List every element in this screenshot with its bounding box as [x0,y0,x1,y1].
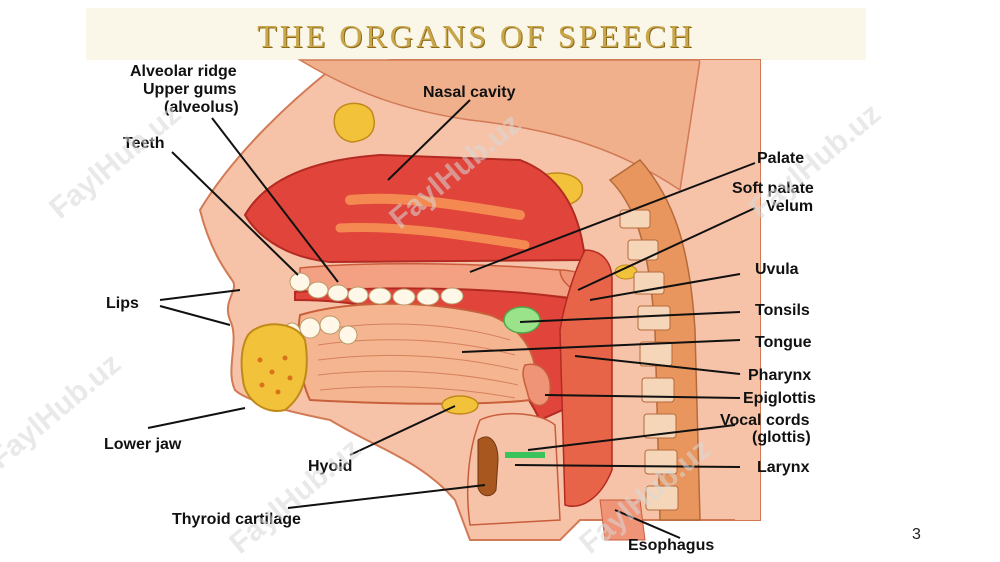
nasal-concha-1 [345,193,525,220]
label-hyoid: Hyoid [308,458,352,475]
lower-jaw-bone [240,323,308,412]
leader-lines [147,99,756,539]
nasal-concha-2 [335,222,530,250]
back-skin [700,60,760,520]
vocal-cords-shape [505,452,545,458]
label-teeth: Teeth [123,135,164,152]
label-palate: Palate [757,150,804,167]
label-upper-gums: Upper gums [143,81,236,98]
title-bar: THE ORGANS OF SPEECH [86,8,866,60]
epiglottis-shape [522,363,551,407]
label-glottis: (glottis) [752,429,811,446]
page-number: 3 [912,526,921,543]
label-epiglottis: Epiglottis [743,390,816,407]
tonsil-shape [503,306,541,334]
label-pharynx: Pharynx [748,367,811,384]
tongue-muscle-lines [317,323,519,399]
label-lips: Lips [106,295,139,312]
watermark-4: FaylHub.uz [0,347,127,475]
label-tongue: Tongue [755,334,812,351]
label-lower-jaw: Lower jaw [104,436,182,453]
label-velum: Velum [766,198,813,215]
label-alveolar-ridge: Alveolar ridge [130,63,237,80]
label-vocal-cords: Vocal cords [720,412,810,429]
label-uvula: Uvula [755,261,799,278]
label-soft-palate: Soft palate [732,180,814,197]
nasal-cavity-shape [243,153,587,264]
page-title: THE ORGANS OF SPEECH [257,18,695,54]
hyoid-bone [441,395,479,415]
label-nasal-cavity: Nasal cavity [423,84,516,101]
esophagus-shape [599,499,646,541]
frontal-sinus [333,102,375,143]
label-tonsils: Tonsils [755,302,810,319]
vertebrae [619,209,679,511]
watermark-5: FaylHub.uz [223,432,367,560]
label-larynx: Larynx [757,459,810,476]
label-thyroid-cartilage: Thyroid cartilage [172,511,301,528]
label-esophagus: Esophagus [628,537,714,554]
watermark-1: FaylHub.uz [43,97,187,225]
thyroid-cartilage-shape [477,436,499,497]
label-alveolus: (alveolus) [164,99,239,116]
upper-teeth [289,272,464,306]
jaw-marrow [257,355,293,395]
